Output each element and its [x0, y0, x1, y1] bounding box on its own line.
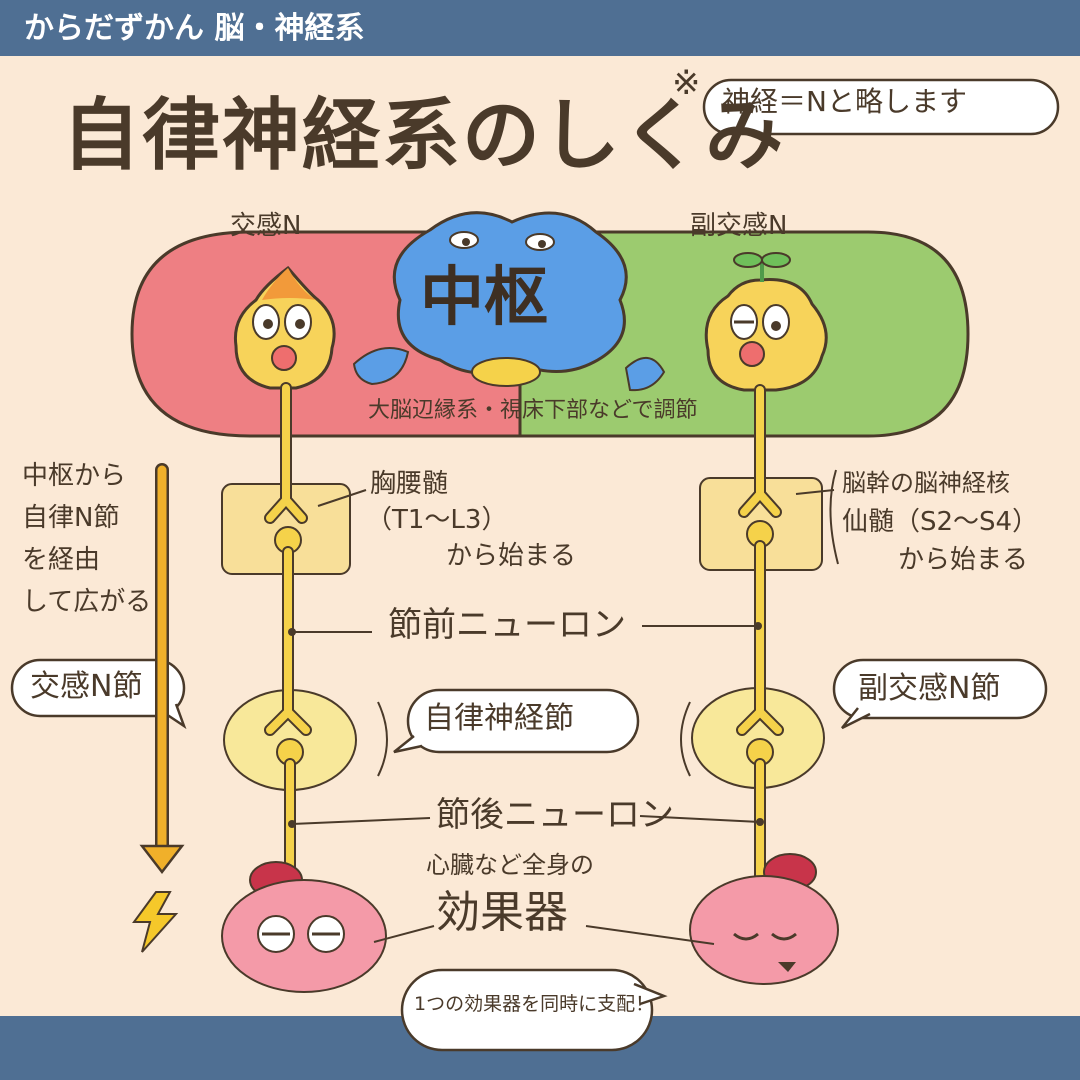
brain-hand-left: [352, 347, 410, 386]
sympathetic-flame-tip: [262, 268, 316, 300]
sacral-label: 仙髄（S2〜S4）: [842, 507, 1039, 537]
brain-hand-right: [624, 357, 666, 392]
sprout-leaf-left: [733, 252, 763, 268]
ganglion-brace-right: [680, 701, 691, 777]
leader-dot-preganglionic-left: [288, 628, 296, 636]
ganglion-brace-left: [377, 701, 388, 777]
parasympathetic-ganglion-bubble-tail: [841, 707, 871, 730]
lightning-icon: [132, 891, 179, 953]
effector-label: 効果器: [436, 887, 568, 938]
sympathetic-ganglion-bubble: [10, 658, 186, 718]
brain-blob: [392, 211, 628, 375]
sympathetic-neuron-upper-fill: [266, 384, 306, 522]
sympathetic-pupil-right: [295, 319, 305, 329]
sympathetic-ganglion-label: 交感N節: [30, 669, 143, 704]
thoracolumbar-range: （T1〜L3）: [366, 505, 508, 535]
header-band: [0, 0, 1080, 56]
leader-dot-preganglionic-right: [754, 622, 762, 630]
parasympathetic-organ-eye-right: [771, 932, 797, 941]
brainstem-brace: [829, 469, 839, 565]
leader-postganglionic-left: [291, 817, 431, 825]
leader-brainstem: [795, 489, 835, 495]
parasympathetic-organ-mouth: [778, 962, 796, 972]
thoracolumbar-start: から始まる: [446, 541, 577, 571]
parasympathetic-nose: [739, 341, 765, 367]
effector-sublabel: 心臓など全身の: [426, 851, 594, 879]
leader-effector-left: [373, 925, 435, 943]
brain-pupil-left: [462, 238, 470, 246]
left-note-line-2: 自律N節: [22, 503, 120, 533]
ganglion-bubble: [406, 688, 640, 754]
left-note-line-4: して広がる: [22, 587, 152, 617]
sympathetic-label: 交感N: [230, 211, 302, 241]
sacral-start: から始まる: [898, 545, 1029, 575]
note-text: 神経＝Nと略します: [722, 85, 967, 118]
leader-thoracolumbar: [317, 489, 367, 507]
postganglionic-label: 節後ニューロン: [436, 795, 674, 835]
parasympathetic-label: 副交感N: [690, 211, 788, 241]
left-note-line-3: を経由: [22, 545, 101, 575]
page-title: 自律神経系のしくみ: [62, 91, 786, 181]
sympathetic-nose: [271, 345, 297, 371]
leader-effector-right: [585, 925, 715, 945]
preganglionic-label: 節前ニューロン: [388, 605, 626, 645]
parasympathetic-organ-eye-left: [733, 932, 759, 941]
note-bubble: [702, 78, 1060, 136]
parasympathetic-ganglion-bubble: [832, 658, 1048, 720]
sprout-leaf-right: [761, 252, 791, 268]
dual-bubble-tail: [633, 982, 668, 1006]
leader-dot-postganglionic-right: [756, 818, 764, 826]
parasympathetic-pupil-right: [771, 321, 781, 331]
brain-pupil-right: [538, 240, 546, 248]
leader-postganglionic-right: [639, 815, 761, 823]
header-title: からだずかん 脳・神経系: [24, 11, 365, 46]
left-note-line-1: 中枢から: [22, 461, 127, 491]
thoracolumbar-label: 胸腰髄: [370, 469, 449, 499]
dual-control-label: 1つの効果器を同時に支配！: [414, 993, 655, 1015]
center-sublabel: 大脳辺縁系・視床下部などで調節: [368, 398, 698, 423]
flow-arrow-head: [139, 844, 185, 875]
ganglion-bubble-tail: [393, 735, 423, 754]
brain-stem: [471, 357, 541, 387]
ganglion-label: 自律神経節: [424, 701, 574, 736]
parasympathetic-organ: [689, 875, 839, 985]
brainstem-label: 脳幹の脳神経核: [842, 469, 1010, 497]
sympathetic-organ: [221, 879, 387, 993]
note-mark: ※: [672, 63, 701, 103]
sympathetic-pupil-left: [263, 319, 273, 329]
dual-bubble: [400, 968, 654, 1052]
center-label: 中枢: [420, 261, 548, 335]
parasympathetic-ganglion-label: 副交感N節: [858, 671, 1001, 706]
parasympathetic-neuron-upper-fill: [740, 386, 780, 516]
leader-dot-postganglionic-left: [288, 820, 296, 828]
